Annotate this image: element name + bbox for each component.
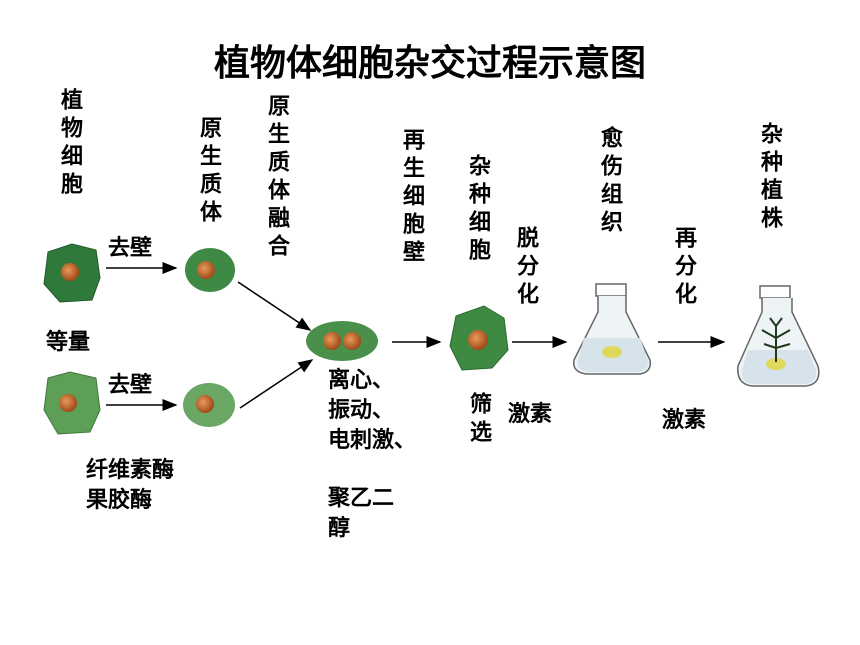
arrow-fusion-a xyxy=(237,281,312,331)
nucleus-icon xyxy=(59,394,77,412)
label-hormone-1: 激素 xyxy=(508,402,553,427)
label-method-centrifuge: 离心、 xyxy=(328,368,395,393)
label-plant-cell: 植物细胞 xyxy=(57,88,82,200)
nucleus-icon xyxy=(196,395,214,413)
label-method-peg-2: 醇 xyxy=(328,516,351,541)
label-remove-wall-a: 去壁 xyxy=(108,236,153,261)
label-method-vibration: 振动、 xyxy=(328,398,395,423)
page-title: 植物体细胞杂交过程示意图 xyxy=(213,43,646,84)
label-fusion: 原生质体融合 xyxy=(264,94,289,262)
label-hybrid-cell: 杂种细胞 xyxy=(465,154,490,266)
plant-flask-icon xyxy=(737,285,820,387)
nucleus-icon xyxy=(197,261,215,279)
callus-flask-icon xyxy=(573,283,652,375)
label-method-electric: 电刺激、 xyxy=(328,428,417,453)
label-equal-amount: 等量 xyxy=(46,330,91,355)
label-enzyme-cellulase: 纤维素酶 xyxy=(86,458,175,483)
label-hormone-2: 激素 xyxy=(662,408,707,433)
fused-protoplast-icon xyxy=(306,321,378,361)
nucleus-icon xyxy=(61,263,79,281)
label-method-peg-1: 聚乙二 xyxy=(328,486,395,511)
nucleus-icon xyxy=(323,332,341,350)
label-rediff: 再分化 xyxy=(671,226,696,310)
label-remove-wall-b: 去壁 xyxy=(108,373,153,398)
label-hybrid-plant: 杂种植株 xyxy=(757,122,782,234)
label-regenerate-wall: 再生细胞壁 xyxy=(399,128,424,268)
label-callus: 愈伤组织 xyxy=(597,126,622,238)
nucleus-icon xyxy=(343,332,361,350)
label-protoplast: 原生质体 xyxy=(196,116,221,228)
label-dediff: 脱分化 xyxy=(513,226,538,310)
arrow-fusion-b xyxy=(239,359,314,409)
label-enzyme-pectinase: 果胶酶 xyxy=(86,488,153,513)
nucleus-icon xyxy=(468,330,488,350)
label-screening: 筛选 xyxy=(466,392,491,448)
